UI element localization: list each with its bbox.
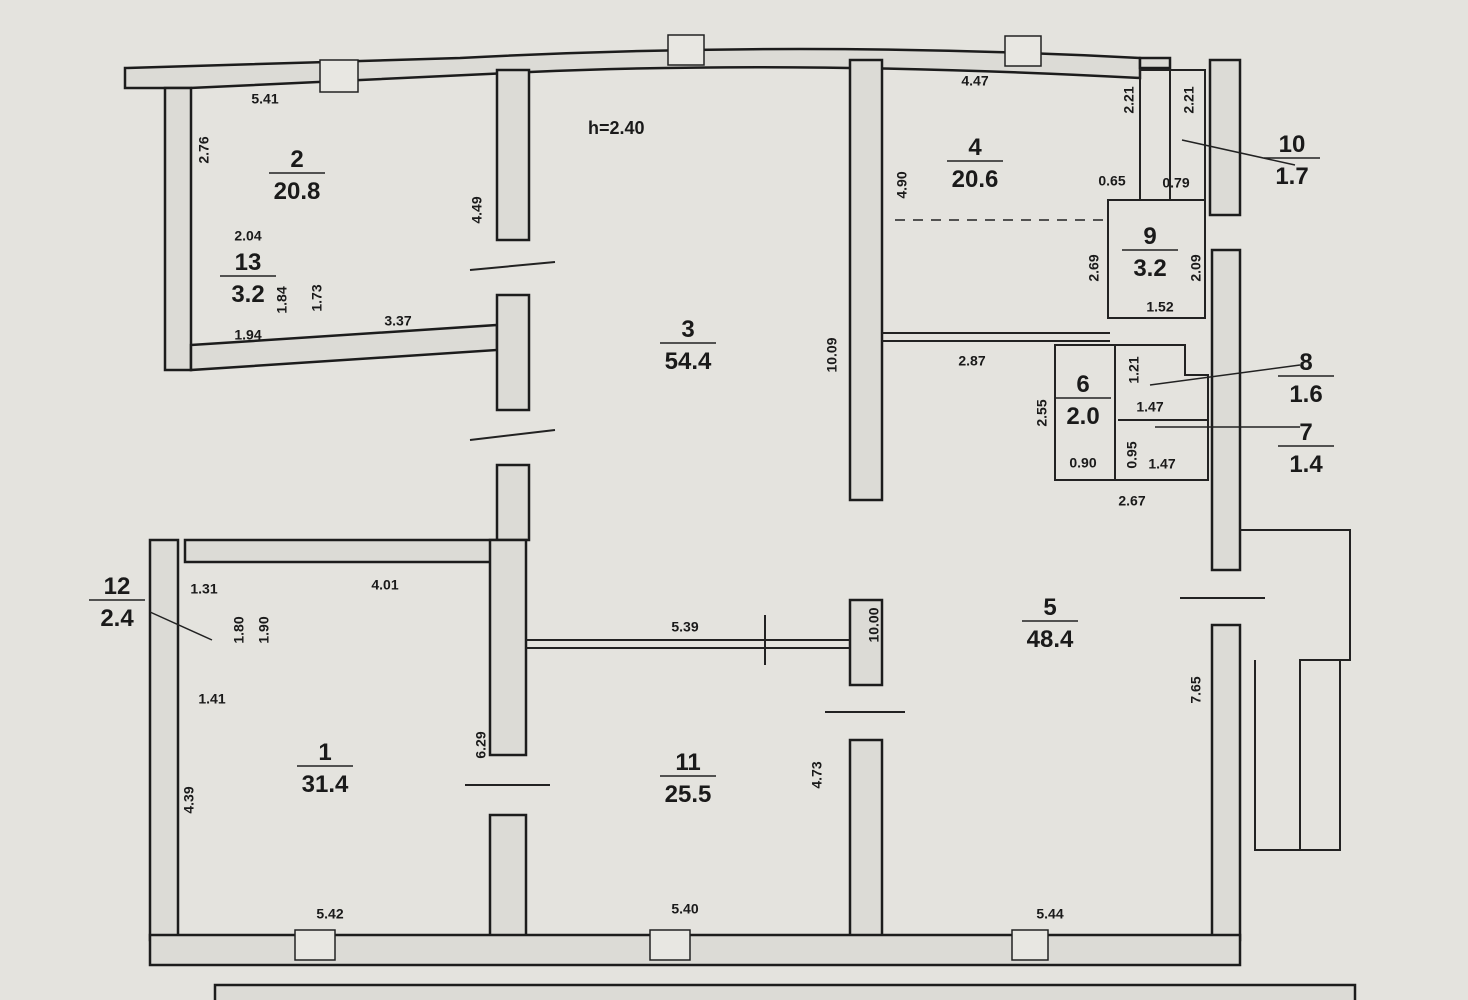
- dimension-label: 10.00: [866, 607, 882, 642]
- room-4: 420.6: [947, 134, 1003, 193]
- dimension-label: 0.79: [1162, 175, 1189, 191]
- room-number: 3: [681, 316, 694, 343]
- room-12: 122.4: [89, 573, 145, 632]
- room-area: 54.4: [665, 348, 712, 375]
- dimension-label: 5.40: [671, 901, 698, 917]
- dimension-label: 1.73: [309, 284, 325, 311]
- dimension-label: 2.04: [234, 228, 261, 244]
- room-area: 3.2: [231, 281, 264, 308]
- room-area: 31.4: [302, 771, 349, 798]
- room-number: 4: [968, 134, 982, 161]
- room-area: 2.4: [100, 605, 134, 632]
- dimension-label: 5.42: [316, 906, 343, 922]
- dimension-label: 2.76: [196, 136, 212, 163]
- room-1: 131.4: [297, 739, 353, 798]
- room-area: 25.5: [665, 781, 712, 808]
- dimension-label: 10.09: [824, 337, 840, 372]
- dimension-label: 2.67: [1118, 493, 1145, 509]
- room-number: 9: [1143, 223, 1156, 250]
- room-number: 8: [1299, 349, 1312, 376]
- dimension-label: 4.90: [894, 171, 910, 198]
- dimension-label: 1.47: [1148, 456, 1175, 472]
- room-area: 3.2: [1133, 255, 1166, 282]
- dimension-label: 4.01: [371, 577, 398, 593]
- dimension-label: 0.95: [1124, 441, 1140, 468]
- dimension-label: 1.94: [234, 327, 261, 343]
- dimension-label: 1.47: [1136, 399, 1163, 415]
- room-8: 81.6: [1278, 349, 1334, 408]
- dimension-label: 1.80: [231, 616, 247, 643]
- dimension-label: 5.44: [1036, 906, 1063, 922]
- room-area: 20.8: [274, 178, 321, 205]
- dimension-label: 4.73: [809, 761, 825, 788]
- dimension-label: 3.37: [384, 313, 411, 329]
- dimension-label: 6.29: [473, 731, 489, 758]
- dimension-label: 5.41: [251, 91, 278, 107]
- room-number: 13: [235, 249, 262, 276]
- room-area: 2.0: [1066, 403, 1099, 430]
- room-number: 7: [1299, 419, 1312, 446]
- dimension-label: 2.87: [958, 353, 985, 369]
- room-7: 71.4: [1278, 419, 1334, 478]
- room-labels: 131.4220.8354.4420.6548.462.071.481.693.…: [89, 131, 1334, 808]
- room-area: 1.6: [1289, 381, 1322, 408]
- room-number: 11: [675, 749, 700, 776]
- dimension-label: 7.65: [1188, 676, 1204, 703]
- dimension-label: 1.41: [198, 691, 225, 707]
- dimension-label: 1.31: [190, 581, 217, 597]
- room-number: 5: [1043, 594, 1056, 621]
- dimension-label: 2.09: [1188, 254, 1204, 281]
- room-number: 12: [104, 573, 131, 600]
- dimension-label: 0.90: [1069, 455, 1096, 471]
- dimension-label: 5.39: [671, 619, 698, 635]
- room-area: 1.7: [1275, 163, 1308, 190]
- walls: [123, 34, 1357, 1000]
- room-number: 10: [1279, 131, 1306, 158]
- room-9: 93.2: [1122, 223, 1178, 282]
- dimension-label: 2.55: [1034, 399, 1050, 426]
- dimension-label: 4.49: [469, 196, 485, 223]
- room-6: 62.0: [1055, 371, 1111, 430]
- room-5: 548.4: [1022, 594, 1078, 653]
- dimension-label: 4.39: [181, 786, 197, 813]
- room-13: 133.2: [220, 249, 276, 308]
- room-3: 354.4: [660, 316, 716, 375]
- dimension-label: 2.21: [1181, 86, 1197, 113]
- dimension-label: 2.69: [1086, 254, 1102, 281]
- room-number: 1: [318, 739, 331, 766]
- room-area: 1.4: [1289, 451, 1323, 478]
- room-number: 2: [290, 146, 303, 173]
- dimension-label: 1.52: [1146, 299, 1173, 315]
- room-10: 101.7: [1264, 131, 1320, 190]
- dimension-label: 1.21: [1126, 356, 1142, 383]
- dimension-label: 1.90: [256, 616, 272, 643]
- dimension-label: 1.84: [274, 286, 290, 313]
- room-area: 20.6: [952, 166, 999, 193]
- dimension-label: 4.47: [961, 73, 988, 89]
- ceiling-height: h=2.40: [588, 118, 645, 138]
- room-number: 6: [1076, 371, 1089, 398]
- dimension-label: 0.65: [1098, 173, 1125, 189]
- dimension-label: 2.21: [1121, 86, 1137, 113]
- room-11: 11 25.5: [660, 749, 716, 808]
- room-2: 220.8: [269, 146, 325, 205]
- room-area: 48.4: [1027, 626, 1074, 653]
